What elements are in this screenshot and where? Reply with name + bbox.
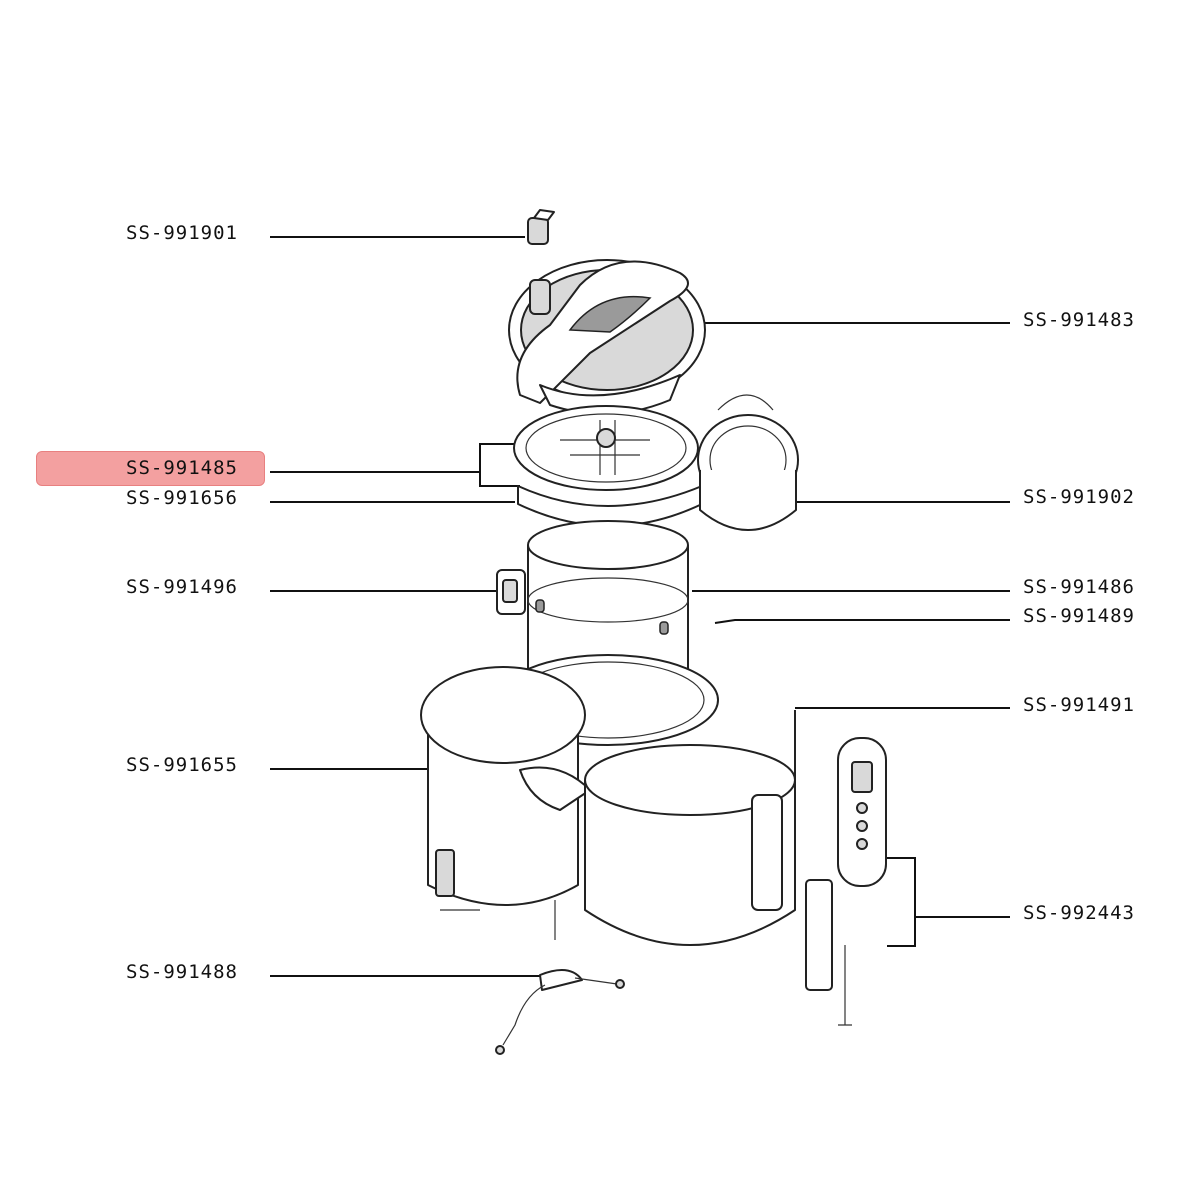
lid-part bbox=[508, 259, 706, 415]
part-label-ss-991655[interactable]: SS-991655 bbox=[126, 754, 238, 776]
leader-lines bbox=[270, 236, 1010, 977]
heating-base-part bbox=[420, 666, 591, 940]
part-label-ss-991486[interactable]: SS-991486 bbox=[1023, 576, 1135, 598]
cable-part bbox=[495, 969, 625, 1055]
part-label-ss-991483[interactable]: SS-991483 bbox=[1023, 309, 1135, 331]
part-label-ss-991496[interactable]: SS-991496 bbox=[126, 576, 238, 598]
part-label-ss-991656[interactable]: SS-991656 bbox=[126, 487, 238, 509]
inner-lid-part bbox=[513, 405, 703, 527]
part-label-ss-991485[interactable]: SS-991485 bbox=[126, 457, 238, 479]
control-panel-part bbox=[805, 737, 887, 1026]
part-label-ss-991491[interactable]: SS-991491 bbox=[1023, 694, 1135, 716]
part-label-ss-991489[interactable]: SS-991489 bbox=[1023, 605, 1135, 627]
outer-housing-part bbox=[584, 710, 796, 946]
part-label-ss-992443[interactable]: SS-992443 bbox=[1023, 902, 1135, 924]
valve-part bbox=[527, 209, 555, 245]
selected-part-highlight bbox=[36, 451, 265, 486]
part-label-ss-991901[interactable]: SS-991901 bbox=[126, 222, 238, 244]
steam-basket-part bbox=[697, 394, 799, 531]
part-label-ss-991902[interactable]: SS-991902 bbox=[1023, 486, 1135, 508]
part-label-ss-991488[interactable]: SS-991488 bbox=[126, 961, 238, 983]
clip-part bbox=[496, 569, 526, 615]
